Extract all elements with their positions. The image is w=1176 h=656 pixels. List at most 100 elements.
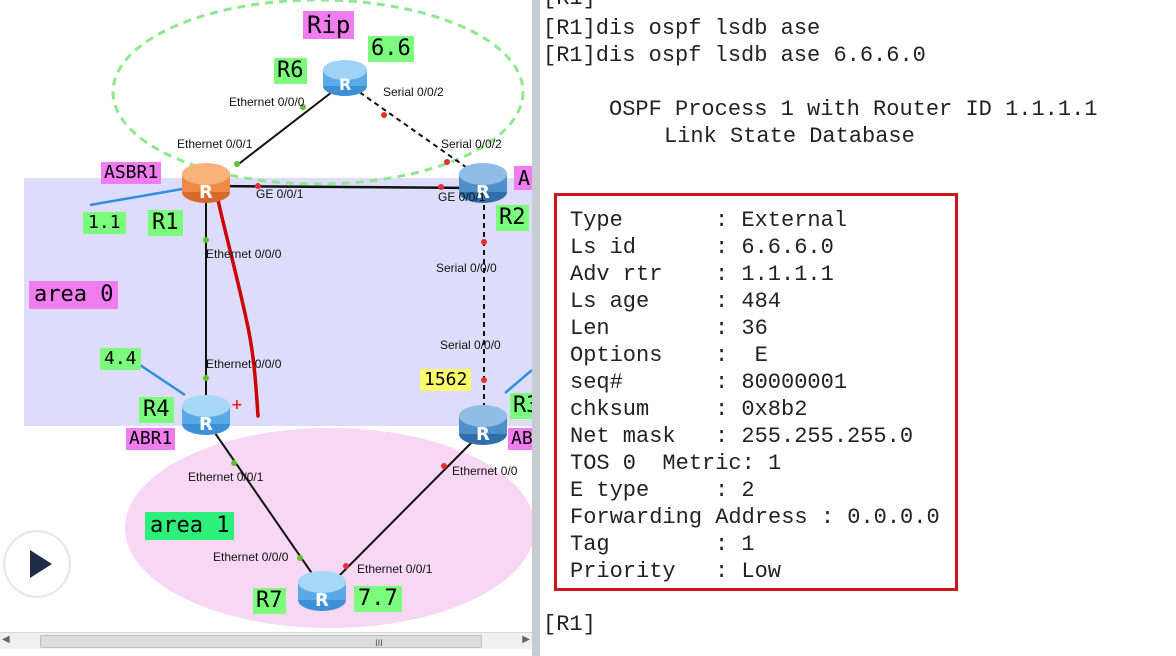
field-value: : E	[715, 343, 768, 368]
scroll-right-icon[interactable]: ▶	[522, 634, 530, 645]
field-label: chksum	[570, 397, 650, 422]
field-label: Type	[570, 208, 623, 233]
console-prompt[interactable]: [R1]	[543, 612, 596, 637]
r4-id-tag: 4.4	[100, 348, 141, 370]
iface-label: Ethernet 0/0/0	[206, 247, 282, 261]
field-value: : 0x8b2	[715, 397, 808, 422]
field-label: E type	[570, 478, 650, 503]
iface-label: Ethernet 0/0	[452, 464, 518, 478]
iface-label: Serial 0/0/2	[441, 137, 502, 151]
port-dot	[381, 112, 387, 118]
play-button[interactable]	[5, 532, 69, 596]
forwarding-address-line: Forwarding Address : 0.0.0.0	[570, 505, 940, 530]
link-r1-r2	[207, 184, 479, 190]
svg-text:R: R	[199, 414, 213, 435]
iface-label: Ethernet 0/0/0	[213, 550, 289, 564]
iface-label: Ethernet 0/0/1	[177, 137, 253, 151]
topology-graphics: +	[24, 0, 532, 628]
link-r4-loopback	[139, 363, 186, 397]
iface-label: Serial 0/0/0	[436, 261, 497, 275]
port-dot	[255, 183, 261, 189]
r6-id-tag: 6.6	[368, 36, 414, 62]
port-dot	[300, 104, 306, 110]
iface-label: GE 0/0/1	[438, 190, 486, 204]
scroll-left-icon[interactable]: ◀	[2, 634, 10, 645]
play-icon	[30, 550, 52, 578]
port-dot	[481, 239, 487, 245]
port-dot	[481, 377, 487, 383]
iface-label: Ethernet 0/0/0	[229, 95, 305, 109]
field-label: Net mask	[570, 424, 676, 449]
field-label: seq#	[570, 370, 623, 395]
iface-label: Serial 0/0/0	[440, 338, 501, 352]
topology-canvas: + R R R R R R Rip area 0 area 1 R6 6.6 A…	[0, 0, 532, 656]
field-label: Len	[570, 316, 610, 341]
link-r3-loopback	[504, 369, 532, 394]
field-value: : Low	[715, 559, 782, 584]
r2-role-tag: A	[514, 166, 532, 190]
r3-name-tag: R3	[510, 393, 532, 419]
r6-name-tag: R6	[274, 58, 307, 84]
field-label: Priority	[570, 559, 676, 584]
link-r6-r2	[344, 81, 471, 171]
tos-metric-line: TOS 0 Metric: 1	[570, 451, 782, 476]
field-value: : 2	[715, 478, 755, 503]
link-r3-r7	[329, 429, 485, 586]
pane-divider[interactable]	[532, 0, 540, 656]
asbr1-role-tag: ASBR1	[101, 162, 162, 184]
console-prompt: [R1]	[543, 0, 596, 10]
red-annotation-stroke	[216, 198, 260, 418]
field-label: Ls id	[570, 235, 637, 260]
rip-zone-label: Rip	[303, 11, 355, 39]
field-value: : 255.255.255.0	[715, 424, 914, 449]
iface-label: Ethernet 0/0/1	[188, 470, 264, 484]
area0-label: area 0	[29, 281, 119, 309]
field-value: : External	[715, 208, 848, 233]
iface-label: GE 0/0/1	[256, 187, 304, 201]
r4-role-tag: ABR1	[126, 428, 176, 450]
r2-name-tag: R2	[496, 205, 529, 231]
svg-text:R: R	[476, 424, 490, 445]
iface-label: Serial 0/0/2	[383, 85, 444, 99]
r1-id-tag: 1.1	[83, 212, 126, 234]
r7-name-tag: R7	[253, 588, 286, 614]
field-value: : 1	[715, 532, 755, 557]
field-value: : 1.1.1.1	[715, 262, 834, 287]
port-dot	[438, 184, 444, 190]
grip-icon: III	[375, 639, 383, 649]
lsa-highlight-box: Type : External Ls id : 6.6.6.0 Adv rtr …	[554, 193, 958, 591]
plus-mark: +	[231, 397, 243, 413]
iface-label: Ethernet 0/0/0	[206, 357, 282, 371]
field-label: Tag	[570, 532, 610, 557]
field-label: Options	[570, 343, 663, 368]
rip-region	[111, 0, 525, 186]
console-command: [R1]dis ospf lsdb ase	[543, 16, 821, 41]
field-label: Ls age	[570, 289, 650, 314]
r3-role-tag: AB	[508, 428, 532, 450]
r4-name-tag: R4	[139, 397, 174, 423]
link-r6-r1	[235, 81, 346, 167]
console-header: OSPF Process 1 with Router ID 1.1.1.1	[609, 97, 1098, 122]
port-dot	[234, 161, 240, 167]
svg-text:R: R	[199, 182, 213, 203]
r1-name-tag: R1	[148, 210, 183, 236]
field-value: : 80000001	[715, 370, 848, 395]
iface-label: Ethernet 0/0/1	[357, 562, 433, 576]
area1-region	[125, 428, 532, 628]
r7-id-tag: 7.7	[354, 586, 402, 612]
field-value: : 484	[715, 289, 782, 314]
field-value: : 36	[715, 316, 768, 341]
port-dot	[343, 563, 349, 569]
scrollbar-thumb[interactable]: III	[40, 635, 482, 649]
link-r1-loopback	[89, 186, 189, 207]
svg-text:R: R	[339, 75, 351, 94]
svg-text:R: R	[476, 182, 490, 203]
port-dot	[444, 159, 450, 165]
port-dot	[297, 555, 303, 561]
terminal-console[interactable]: [R1] [R1]dis ospf lsdb ase [R1]dis ospf …	[540, 0, 1176, 656]
horizontal-scrollbar[interactable]: ◀ III ▶	[0, 632, 532, 649]
field-label: Adv rtr	[570, 262, 663, 287]
svg-text:R: R	[315, 590, 329, 611]
port-dot	[203, 237, 209, 243]
console-header: Link State Database	[664, 124, 915, 149]
